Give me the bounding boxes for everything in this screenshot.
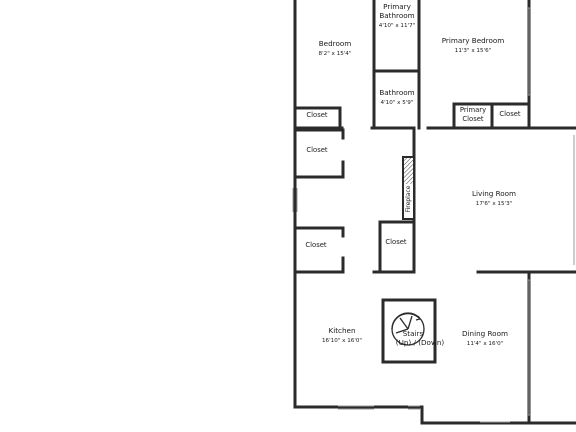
room-primary-bedroom: Primary Bedroom 11'3" x 15'6" <box>442 36 505 54</box>
room-name-line1: Primary <box>383 2 412 11</box>
stairs-label-line1: Stairs <box>403 329 424 338</box>
room-bathroom: Bathroom 4'10" x 5'9" <box>379 88 414 106</box>
room-living-room: Living Room 17'6" x 15'3" <box>472 189 516 207</box>
fireplace-label: Fireplace <box>405 185 412 212</box>
room-dimensions: 11'4" x 16'0" <box>467 341 504 347</box>
room-dimensions: 11'3" x 15'6" <box>455 48 492 54</box>
room-dimensions: 17'6" x 15'3" <box>476 201 513 207</box>
room-name: Kitchen <box>328 326 355 335</box>
walls <box>293 0 576 425</box>
room-primary-bathroom: Primary Bathroom 4'10" x 11'7" <box>379 2 416 29</box>
room-name: Living Room <box>472 189 516 198</box>
fireplace: Fireplace <box>402 156 415 220</box>
closet-label: Closet <box>499 110 521 118</box>
room-dimensions: 8'2" x 15'4" <box>319 51 352 57</box>
room-dimensions: 16'10" x 16'0" <box>322 338 362 344</box>
room-dimensions: 4'10" x 11'7" <box>379 23 416 29</box>
stairs-label-line2: (Up) / (Down) <box>396 338 445 347</box>
room-dining-room: Dining Room 11'4" x 16'0" <box>462 329 508 347</box>
room-name: Bedroom <box>319 39 352 48</box>
primary-closet-label-line1: Primary <box>460 106 486 114</box>
spiral-stairs-icon <box>391 312 425 346</box>
closet-label: Closet <box>305 241 327 249</box>
room-kitchen: Kitchen 16'10" x 16'0" <box>322 326 362 344</box>
closet-label: Closet <box>306 146 328 154</box>
room-bedroom: Bedroom 8'2" x 15'4" <box>319 39 352 57</box>
room-name: Primary Bedroom <box>442 36 505 45</box>
primary-closet-label-line2: Closet <box>462 115 484 123</box>
windows <box>292 7 575 423</box>
room-name-line2: Bathroom <box>379 11 414 20</box>
closet-label: Closet <box>385 238 407 246</box>
room-dimensions: 4'10" x 5'9" <box>381 100 414 106</box>
room-name: Dining Room <box>462 329 508 338</box>
room-name: Bathroom <box>379 88 414 97</box>
closet-label: Closet <box>306 111 328 119</box>
